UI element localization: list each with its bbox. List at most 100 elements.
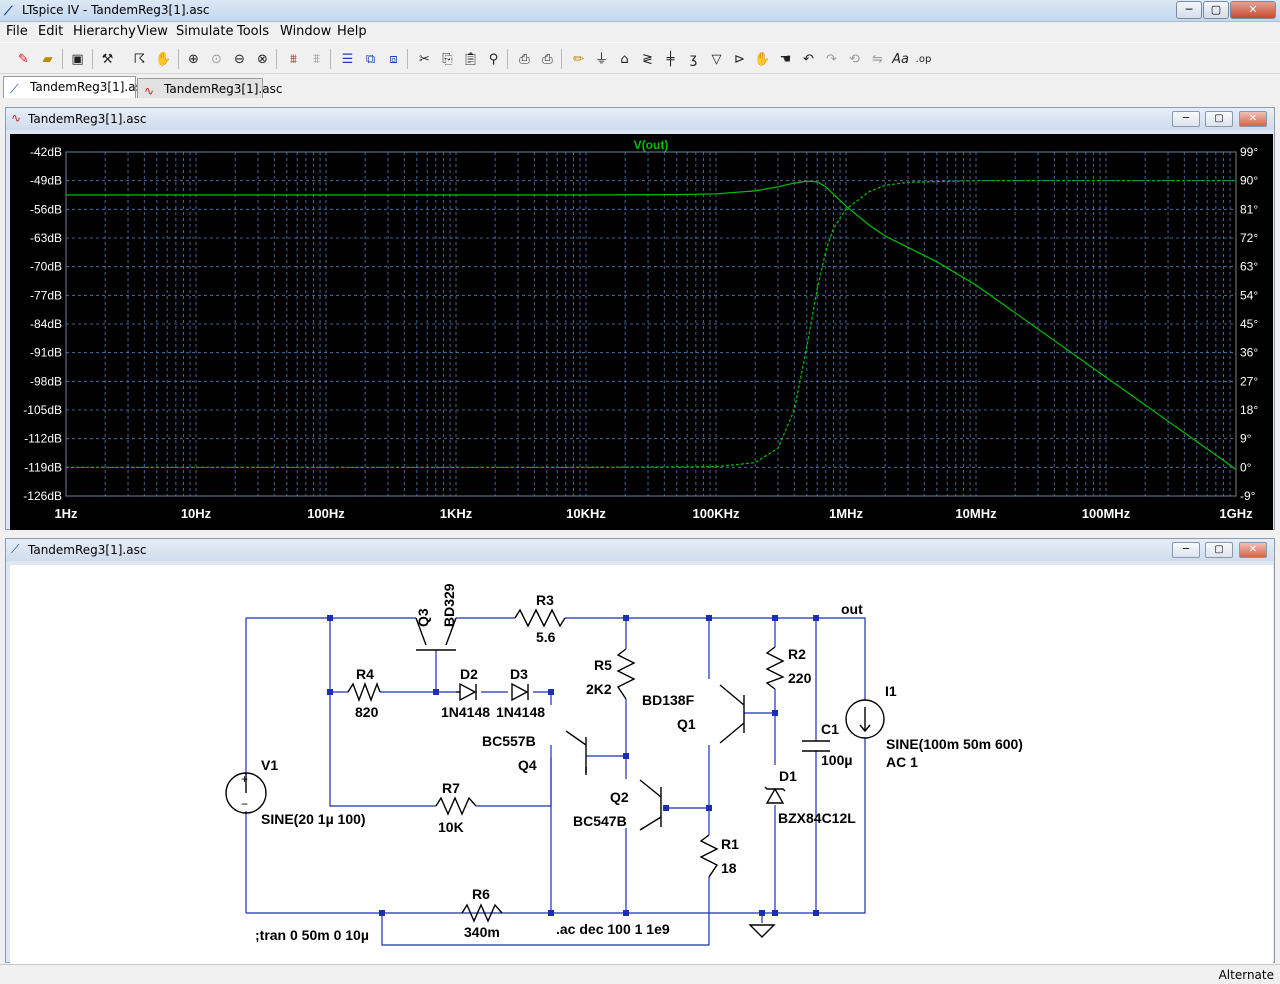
y-tick-label-left: -42dB <box>30 145 62 159</box>
copy-icon[interactable]: ⎘ <box>442 52 453 67</box>
r2-ref: R2 <box>788 646 806 662</box>
diode-icon[interactable]: ▽ <box>711 52 722 67</box>
tab-waveform[interactable]: ∿ TandemReg3[1].asc <box>137 78 282 98</box>
tab-schematic[interactable]: ⟋ TandemReg3[1].asc <box>3 76 148 98</box>
close-button[interactable]: ✕ <box>1239 111 1267 127</box>
r3-ref: R3 <box>536 592 554 608</box>
tile-horizontal-icon[interactable]: ☰ <box>341 52 354 67</box>
d2-ref: D2 <box>460 666 478 682</box>
r6-value: 340m <box>464 924 500 940</box>
component-icon[interactable]: ⊳ <box>734 52 745 67</box>
plus-sign: + <box>241 772 248 786</box>
paste-icon[interactable]: 📋︎ <box>462 52 479 67</box>
ground-icon[interactable]: ⏚ <box>594 52 608 67</box>
waveform-window-titlebar: ∿ TandemReg3[1].asc ─ ▢ ✕ <box>6 108 1274 130</box>
zoom-fit-icon[interactable]: ⊗ <box>257 52 268 67</box>
menu-hierarchy[interactable]: Hierarchy <box>73 24 136 39</box>
window-title: LTspice IV - TandemReg3[1].asc <box>22 3 210 17</box>
restore-button[interactable]: ▢ <box>1205 542 1233 558</box>
wire-icon[interactable]: ✏ <box>573 52 584 67</box>
restore-button[interactable]: ▢ <box>1205 111 1233 127</box>
minimize-button[interactable]: ─ <box>1172 111 1200 127</box>
spice-directive-icon[interactable]: .op <box>915 54 932 65</box>
r7-ref: R7 <box>442 780 460 796</box>
schematic-drawing[interactable]: out Q3 BD329 R3 5.6 R4 820 D2 1N4148 D3 … <box>10 565 1273 964</box>
cascade-icon[interactable]: ⧉ <box>365 52 376 67</box>
zoom-in-icon[interactable]: ⊕ <box>188 52 199 67</box>
x-tick-label: 1Hz <box>54 506 78 521</box>
y-tick-label-left: -98dB <box>30 374 62 388</box>
r5-ref: R5 <box>594 657 612 673</box>
undo-icon[interactable]: ↶ <box>803 52 814 67</box>
tab-label: TandemReg3[1].asc <box>164 82 283 96</box>
y-tick-label-left: -77dB <box>30 288 62 302</box>
trace-label: V(out) <box>634 138 669 152</box>
zoom-pan-icon[interactable]: ⊙ <box>211 52 222 67</box>
d1-ref: D1 <box>779 768 797 784</box>
text-icon[interactable]: Aa <box>892 52 909 67</box>
maximize-button[interactable]: ▢ <box>1203 1 1229 19</box>
tile-vertical-icon[interactable]: ⧈ <box>389 52 398 67</box>
rotate-icon[interactable]: ⟲ <box>849 52 860 67</box>
resistor-icon[interactable]: ≷ <box>642 52 653 67</box>
magnitude-trace <box>66 180 1237 470</box>
cut-icon[interactable]: ✂ <box>419 52 430 67</box>
y-tick-label-right: 72° <box>1240 231 1258 245</box>
v1-ref: V1 <box>261 757 278 773</box>
move-icon[interactable]: ✋ <box>754 52 771 67</box>
y-tick-label-left: -49dB <box>30 174 62 188</box>
y-tick-label-right: 81° <box>1240 202 1258 216</box>
q4-model: BC557B <box>482 733 536 749</box>
autorange-icon[interactable]: ⩩ <box>290 52 297 67</box>
inductor-icon[interactable]: ʒ <box>689 52 698 67</box>
y-tick-label-right: 45° <box>1240 317 1258 331</box>
redo-icon[interactable]: ↷ <box>826 52 837 67</box>
halt-icon[interactable]: ✋ <box>155 52 172 67</box>
close-button[interactable]: ✕ <box>1239 542 1267 558</box>
phase-trace <box>66 180 1236 468</box>
capacitor-icon[interactable]: ╪ <box>666 52 675 67</box>
save-icon[interactable]: ▣ <box>71 52 84 67</box>
menu-edit[interactable]: Edit <box>38 24 64 39</box>
d1-model: BZX84C12L <box>778 810 856 826</box>
close-button[interactable]: ✕ <box>1230 1 1276 19</box>
r6-ref: R6 <box>472 886 490 902</box>
drag-icon[interactable]: ☚ <box>779 52 792 67</box>
print-icon[interactable]: ⎙ <box>542 52 553 67</box>
q3-model: BD329 <box>441 583 457 627</box>
print-setup-icon[interactable]: ⎙ <box>519 52 530 67</box>
r4-ref: R4 <box>356 666 374 682</box>
new-schematic-icon[interactable]: ✎ <box>18 52 29 67</box>
minimize-button[interactable]: ─ <box>1176 1 1202 19</box>
x-tick-label: 1MHz <box>829 506 863 521</box>
r3-value: 5.6 <box>536 629 556 645</box>
y-tick-label-right: 9° <box>1240 432 1252 446</box>
net-label-out: out <box>841 601 863 617</box>
toolbar: ✎ ▰ ▣ ⚒ ☈ ✋ ⊕ ⊙ ⊖ ⊗ ⩩ ⩨ ☰ ⧉ ⧈ ✂ ⎘ 📋︎ ⚲ ⎙… <box>0 42 1280 74</box>
menu-tools[interactable]: Tools <box>237 24 270 39</box>
zoom-out-icon[interactable]: ⊖ <box>234 52 245 67</box>
label-net-icon[interactable]: ⌂ <box>620 52 629 67</box>
delete-trace-icon[interactable]: ⩨ <box>312 52 321 67</box>
waveform-window-title: TandemReg3[1].asc <box>28 112 147 126</box>
status-bar: Alternate <box>0 964 1280 984</box>
menu-help[interactable]: Help <box>337 24 367 39</box>
mirror-icon[interactable]: ⇋ <box>872 52 883 67</box>
run-icon[interactable]: ☈ <box>133 52 146 67</box>
menu-file[interactable]: File <box>6 24 28 39</box>
r1-value: 18 <box>721 860 737 876</box>
schematic-canvas[interactable]: out Q3 BD329 R3 5.6 R4 820 D2 1N4148 D3 … <box>10 565 1273 964</box>
menu-view[interactable]: View <box>137 24 168 39</box>
control-panel-icon[interactable]: ⚒ <box>101 52 114 67</box>
y-tick-label-right: 36° <box>1240 346 1258 360</box>
find-icon[interactable]: ⚲ <box>488 52 499 67</box>
menu-window[interactable]: Window <box>280 24 332 39</box>
menu-simulate[interactable]: Simulate <box>176 24 234 39</box>
open-icon[interactable]: ▰ <box>42 52 53 67</box>
y-tick-label-left: -91dB <box>30 346 62 360</box>
minimize-button[interactable]: ─ <box>1172 542 1200 558</box>
q2-model: BC547B <box>573 813 627 829</box>
